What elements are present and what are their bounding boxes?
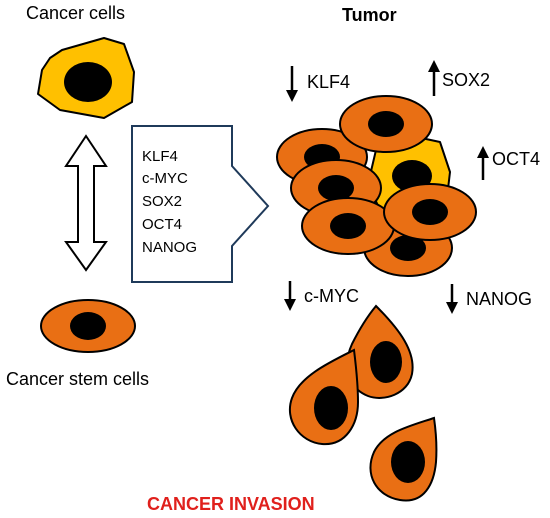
cancer-stem-cell <box>40 299 136 353</box>
double-arrow <box>64 134 108 272</box>
tumor-cell <box>301 197 395 255</box>
invasive-cell <box>369 416 438 502</box>
oct4-regulation-label: OCT4 <box>492 149 541 169</box>
factor-sox2: SOX2 <box>142 193 183 210</box>
nanog-regulation-label: NANOG <box>466 289 533 309</box>
sox2-regulation-label: SOX2 <box>442 70 491 90</box>
tumor-cell <box>339 95 433 153</box>
up-arrow-sox2 <box>428 60 440 96</box>
up-arrow-oct4 <box>477 146 489 180</box>
tumor-label: Tumor <box>342 5 397 25</box>
cmyc-regulation-label: c-MYC <box>304 286 359 306</box>
factor-cmyc: c-MYC <box>142 170 188 187</box>
down-arrow-klf4 <box>286 66 298 102</box>
tumor-cell <box>383 183 477 241</box>
klf4-regulation-label: KLF4 <box>307 72 351 92</box>
down-arrow-cmyc <box>284 281 296 311</box>
cancer-cells-label: Cancer cells <box>26 3 126 23</box>
cancer-cell <box>37 37 135 119</box>
down-arrow-nanog <box>446 284 458 314</box>
tumor-cluster <box>276 95 477 277</box>
factor-nanog: NANOG <box>142 239 198 256</box>
factor-oct4: OCT4 <box>142 216 183 233</box>
cancer-invasion-label: CANCER INVASION <box>147 494 315 514</box>
invasive-cell <box>346 304 414 399</box>
factor-klf4: KLF4 <box>142 148 178 165</box>
factor-arrow <box>131 125 270 283</box>
cancer-stem-cells-label: Cancer stem cells <box>6 369 150 389</box>
invasive-cell <box>289 348 360 446</box>
